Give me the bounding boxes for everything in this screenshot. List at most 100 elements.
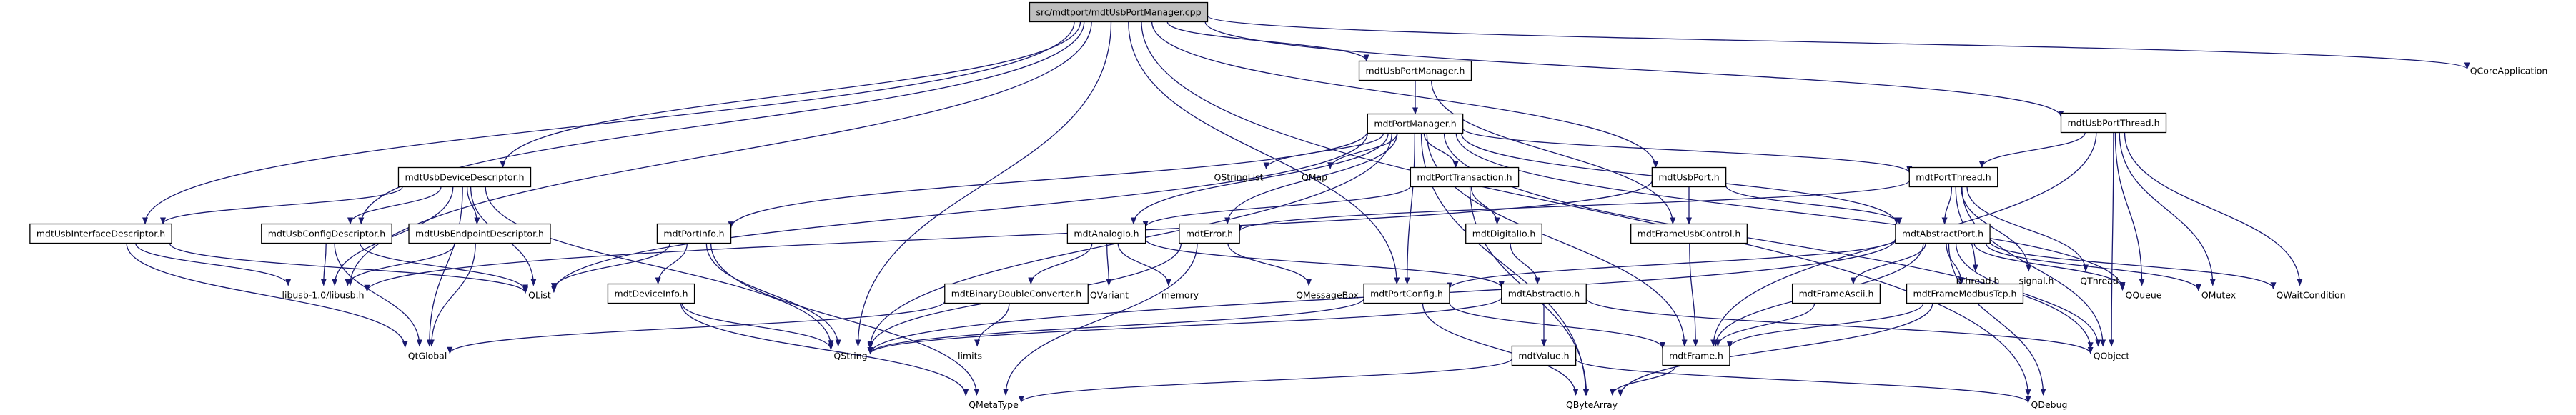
node-label: QDebug — [2031, 399, 2068, 410]
node-label: mdtFrameUsbControl.h — [1638, 229, 1741, 239]
node-box — [1410, 166, 1520, 188]
node-label: src/mdtport/mdtUsbPortManager.cpp — [1036, 7, 1201, 18]
node-value[interactable]: mdtValue.h — [1511, 345, 1577, 366]
node-analog-io[interactable]: mdtAnalogIo.h — [1066, 223, 1146, 244]
edge-usb-config-desc-to-qglobal — [334, 243, 422, 347]
node-root[interactable]: src/mdtport/mdtUsbPortManager.cpp — [1029, 1, 1209, 23]
node-bin-double[interactable]: mdtBinaryDoubleConverter.h — [944, 283, 1089, 304]
node-label: mdtPortManager.h — [1374, 119, 1456, 129]
node-box — [1465, 223, 1542, 244]
node-box — [1651, 166, 1727, 188]
node-port-manager[interactable]: mdtPortManager.h — [1367, 113, 1464, 134]
node-label: QMap — [1302, 172, 1327, 183]
edge-analog-io-to-memory — [1117, 243, 1171, 286]
node-label: QCoreApplication — [2470, 66, 2548, 76]
node-qmetatype: QMetaType — [969, 399, 1019, 410]
edge-analog-io-to-abstract-io — [1144, 239, 1505, 289]
edge-port-manager-to-port-transaction — [1423, 133, 1459, 169]
node-label: QVariant — [1090, 290, 1129, 301]
node-port-thread[interactable]: mdtPortThread.h — [1908, 166, 1998, 188]
node-label: mdtUsbPortThread.h — [2068, 118, 2160, 129]
node-usb-config-desc[interactable]: mdtUsbConfigDescriptor.h — [261, 223, 392, 244]
edge-analog-io-to-qvariant — [1106, 243, 1112, 286]
node-label: mdtPortConfig.h — [1370, 289, 1443, 299]
node-device-info[interactable]: mdtDeviceInfo.h — [607, 283, 695, 304]
edge-abstract-port-to-qqueue — [1973, 243, 2126, 289]
node-label: QByteArray — [1566, 399, 1618, 410]
edge-device-info-to-qmetatype — [680, 303, 969, 396]
node-frame[interactable]: mdtFrame.h — [1662, 345, 1730, 366]
edge-digital-io-to-abstract-io — [1510, 243, 1540, 285]
node-label: mdtPortInfo.h — [663, 229, 724, 239]
node-label: mdtPortThread.h — [1916, 172, 1991, 183]
node-label: mdtUsbPortManager.h — [1366, 66, 1465, 76]
node-label: QtGlobal — [408, 351, 447, 361]
node-label: mdtFrameModbusTcp.h — [1913, 289, 2017, 299]
node-usb-dev-desc[interactable]: mdtUsbDeviceDescriptor.h — [397, 166, 532, 188]
node-box — [1906, 283, 2024, 304]
node-port-config[interactable]: mdtPortConfig.h — [1363, 283, 1450, 304]
node-label: QMutex — [2201, 290, 2236, 301]
edge-usb-port-thread-to-port-thread — [1978, 132, 2086, 169]
node-label: signal.h — [2019, 276, 2054, 286]
node-usb-iface-desc[interactable]: mdtUsbInterfaceDescriptor.h — [29, 223, 172, 244]
edge-port-manager-to-qlist — [550, 133, 1368, 294]
edge-frame-ascii-to-frame — [1715, 303, 1815, 347]
edge-usb-config-desc-to-qlist — [360, 243, 529, 292]
edge-port-thread-to-abstract-port — [1941, 186, 1953, 225]
edges-layer — [126, 15, 2470, 404]
node-label: mdtBinaryDoubleConverter.h — [951, 289, 1081, 299]
node-usb-port-manager[interactable]: mdtUsbPortManager.h — [1358, 60, 1472, 81]
edge-abstract-io-to-qobject — [1585, 298, 2094, 354]
node-usb-endpoint-desc[interactable]: mdtUsbEndpointDescriptor.h — [408, 223, 551, 244]
edge-abstract-port-to-qmutex — [1985, 243, 2201, 291]
node-box — [1791, 283, 1881, 304]
node-label: libusb-1.0/libusb.h — [282, 290, 365, 301]
node-libusb: libusb-1.0/libusb.h — [282, 290, 365, 301]
node-digital-io[interactable]: mdtDigitalIo.h — [1465, 223, 1542, 244]
edge-frame-usb-control-to-frame — [1689, 243, 1699, 347]
node-frame-ascii[interactable]: mdtFrameAscii.h — [1791, 283, 1881, 304]
node-label: mdtValue.h — [1518, 351, 1569, 361]
edge-root-to-usb-port-thread — [1204, 21, 2064, 118]
node-box — [944, 283, 1089, 304]
edge-port-manager-to-port-config — [1404, 133, 1415, 285]
node-label: QStringList — [1214, 172, 1264, 183]
node-error[interactable]: mdtError.h — [1179, 223, 1240, 244]
edge-analog-io-to-bin-double — [1028, 243, 1093, 285]
node-box — [1630, 223, 1748, 244]
node-port-info[interactable]: mdtPortInfo.h — [656, 223, 732, 244]
node-frame-usb-control[interactable]: mdtFrameUsbControl.h — [1630, 223, 1748, 244]
node-pthread: pthread.h — [1956, 276, 2000, 286]
node-box — [29, 223, 172, 244]
edge-value-to-qdebug — [1575, 358, 2031, 404]
node-port-transaction[interactable]: mdtPortTransaction.h — [1410, 166, 1520, 188]
edge-root-to-port-config — [1128, 21, 1400, 285]
node-usb-port[interactable]: mdtUsbPort.h — [1651, 166, 1727, 188]
node-label: mdtDigitalIo.h — [1472, 229, 1536, 239]
edge-usb-config-desc-to-libusb — [320, 243, 327, 286]
edge-abstract-io-to-qstring — [867, 297, 1502, 355]
edge-port-manager-to-qmap — [1327, 133, 1398, 170]
edge-usb-dev-desc-to-usb-endpoint-desc — [466, 186, 480, 225]
node-label: mdtUsbConfigDescriptor.h — [268, 229, 385, 239]
node-box — [397, 166, 532, 188]
node-core-app: QCoreApplication — [2470, 66, 2548, 76]
node-frame-modbus-tcp[interactable]: mdtFrameModbusTcp.h — [1906, 283, 2024, 304]
edge-usb-iface-desc-to-libusb — [135, 243, 292, 286]
edge-port-thread-to-error — [1237, 180, 1910, 232]
node-abstract-io[interactable]: mdtAbstractIo.h — [1501, 283, 1587, 304]
edge-port-thread-to-signal — [1961, 186, 2032, 272]
node-abstract-port[interactable]: mdtAbstractPort.h — [1895, 223, 1991, 244]
node-label: QList — [528, 290, 551, 301]
edge-error-to-qmessagebox — [1227, 243, 1312, 286]
node-label: mdtUsbEndpointDescriptor.h — [415, 229, 544, 239]
node-label: mdtUsbDeviceDescriptor.h — [405, 172, 524, 183]
node-usb-port-thread[interactable]: mdtUsbPortThread.h — [2060, 112, 2167, 134]
node-qvariant: QVariant — [1090, 290, 1129, 301]
edge-port-manager-to-analog-io — [1130, 133, 1389, 225]
node-label: mdtAnalogIo.h — [1074, 229, 1139, 239]
node-qmessagebox: QMessageBox — [1296, 290, 1359, 301]
edge-port-manager-to-port-info — [728, 131, 1368, 229]
node-qwaitcond: QWaitCondition — [2276, 290, 2345, 301]
